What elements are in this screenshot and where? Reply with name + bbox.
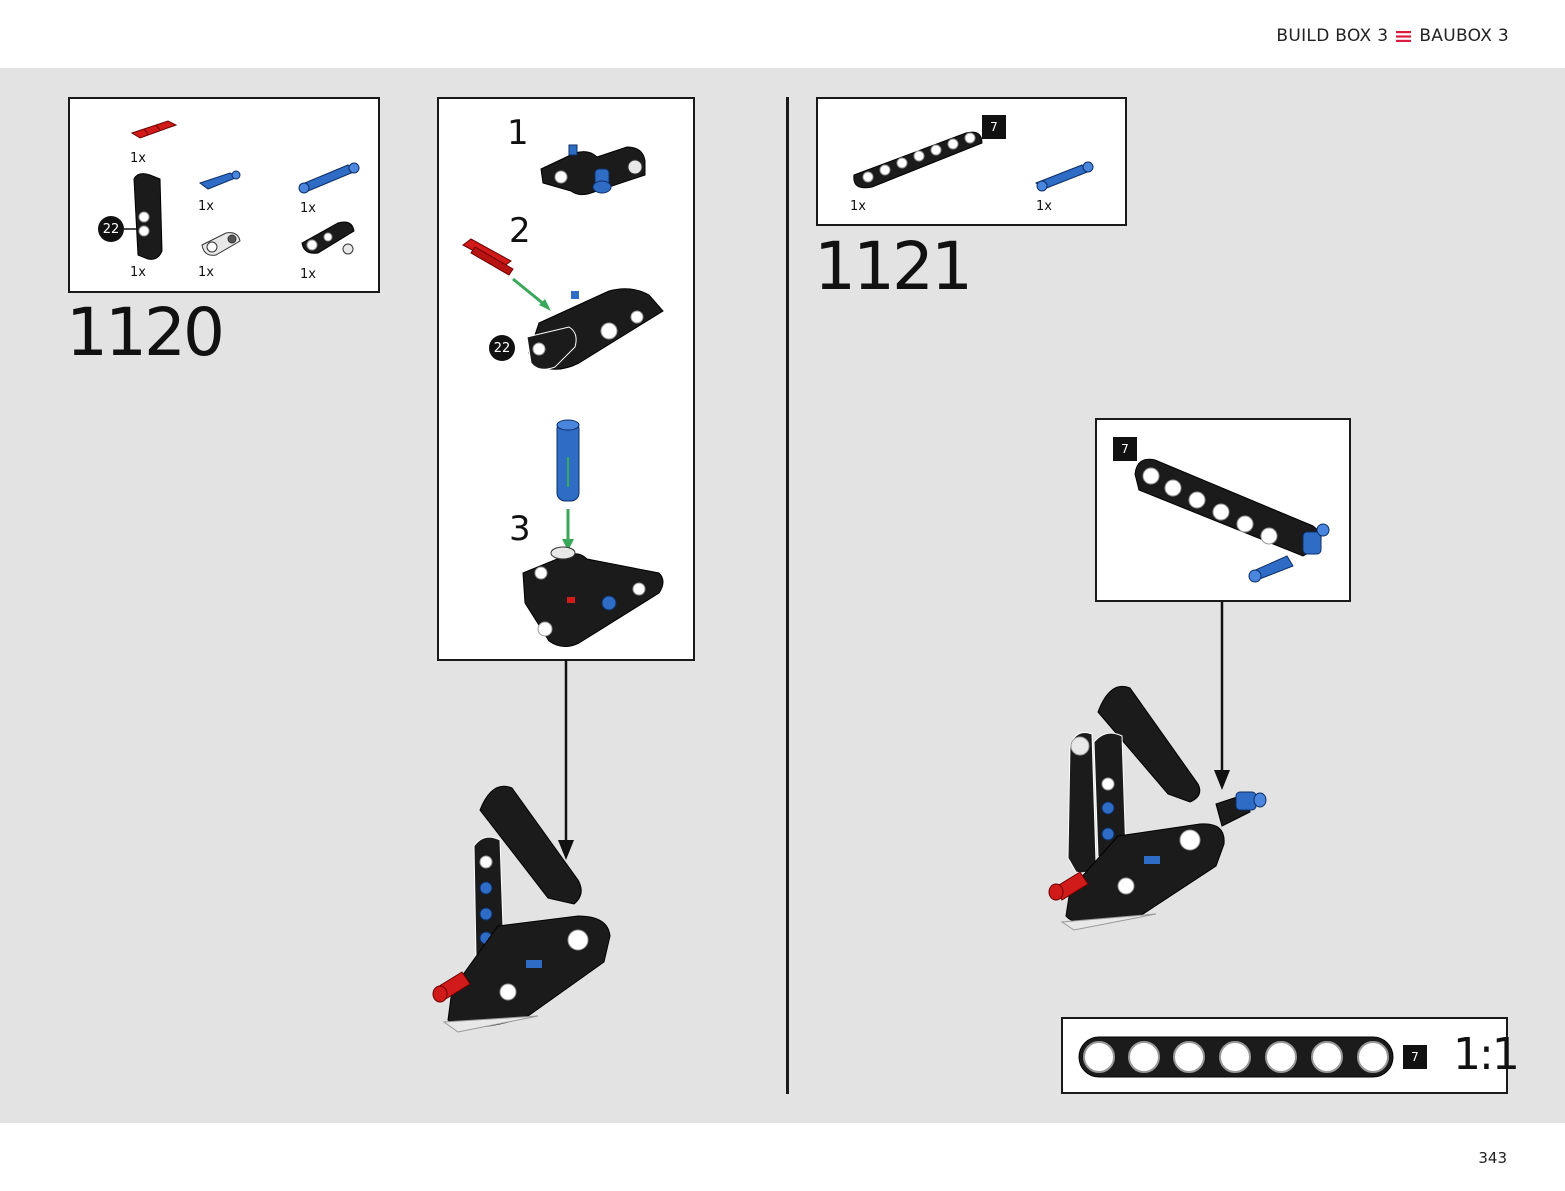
qty-label: 1x xyxy=(130,151,146,166)
substep-number: 2 xyxy=(509,211,531,251)
model-1120-image xyxy=(432,785,611,1033)
blue-pin-icon xyxy=(198,170,241,190)
qty-label: 1x xyxy=(1036,199,1052,214)
parts-list-1120: 1x 1x 1x 22 1x 1x 1x xyxy=(68,97,380,293)
step-number: 1120 xyxy=(66,294,225,371)
qty-label: 1x xyxy=(300,267,316,282)
qty-label: 1x xyxy=(300,201,316,216)
model-1121-image xyxy=(1048,686,1267,931)
down-arrow-icon xyxy=(1214,602,1230,790)
scale-ruler: 7 1:1 xyxy=(1061,1017,1520,1094)
blue-pin-icon xyxy=(1034,161,1094,192)
beam-with-pin-image xyxy=(1134,458,1330,583)
header-label-de: BAUBOX 3 xyxy=(1419,26,1509,46)
scale-label: 1:1 xyxy=(1453,1029,1520,1080)
callout-line xyxy=(124,228,138,230)
menu-lines-icon xyxy=(1396,30,1412,42)
beam-7-scale-icon xyxy=(1078,1036,1394,1078)
qty-label: 1x xyxy=(130,265,146,280)
step-number: 1121 xyxy=(814,228,973,305)
black-cross-block-icon xyxy=(301,221,355,255)
white-connector-icon xyxy=(201,232,241,256)
page-footer: 343 xyxy=(0,1123,1565,1191)
black-angled-beam-icon xyxy=(133,173,163,260)
subassembly-1120: 1 2 22 3 xyxy=(437,97,695,661)
header-label-en: BUILD BOX 3 xyxy=(1276,26,1389,46)
page-number: 343 xyxy=(1478,1149,1507,1167)
long-blue-pin-icon xyxy=(298,162,360,194)
substep-1-assembly-image xyxy=(540,144,646,196)
length-badge: 7 xyxy=(1113,437,1137,461)
callout-badge: 22 xyxy=(98,216,124,242)
length-badge: 7 xyxy=(982,115,1006,139)
qty-label: 1x xyxy=(198,265,214,280)
step-divider xyxy=(786,97,789,1094)
substep-number: 1 xyxy=(507,113,529,153)
parts-list-1121: 7 1x 1x xyxy=(816,97,1127,226)
long-blue-pin-falling-image xyxy=(556,419,580,551)
substep-3-assembly-image xyxy=(522,546,664,647)
down-arrow-icon xyxy=(558,660,574,860)
header-title: BUILD BOX 3 BAUBOX 3 xyxy=(1276,26,1509,46)
substep-2-assembly-image xyxy=(462,238,664,370)
page-header: BUILD BOX 3 BAUBOX 3 xyxy=(0,0,1565,68)
length-badge: 7 xyxy=(1403,1045,1427,1069)
red-axle-connector-icon xyxy=(130,120,178,139)
callout-badge: 22 xyxy=(489,335,515,361)
substep-number: 3 xyxy=(509,509,531,549)
black-beam-7-icon xyxy=(853,131,983,189)
callout-1121: 7 xyxy=(1095,418,1351,602)
qty-label: 1x xyxy=(850,199,866,214)
qty-label: 1x xyxy=(198,199,214,214)
